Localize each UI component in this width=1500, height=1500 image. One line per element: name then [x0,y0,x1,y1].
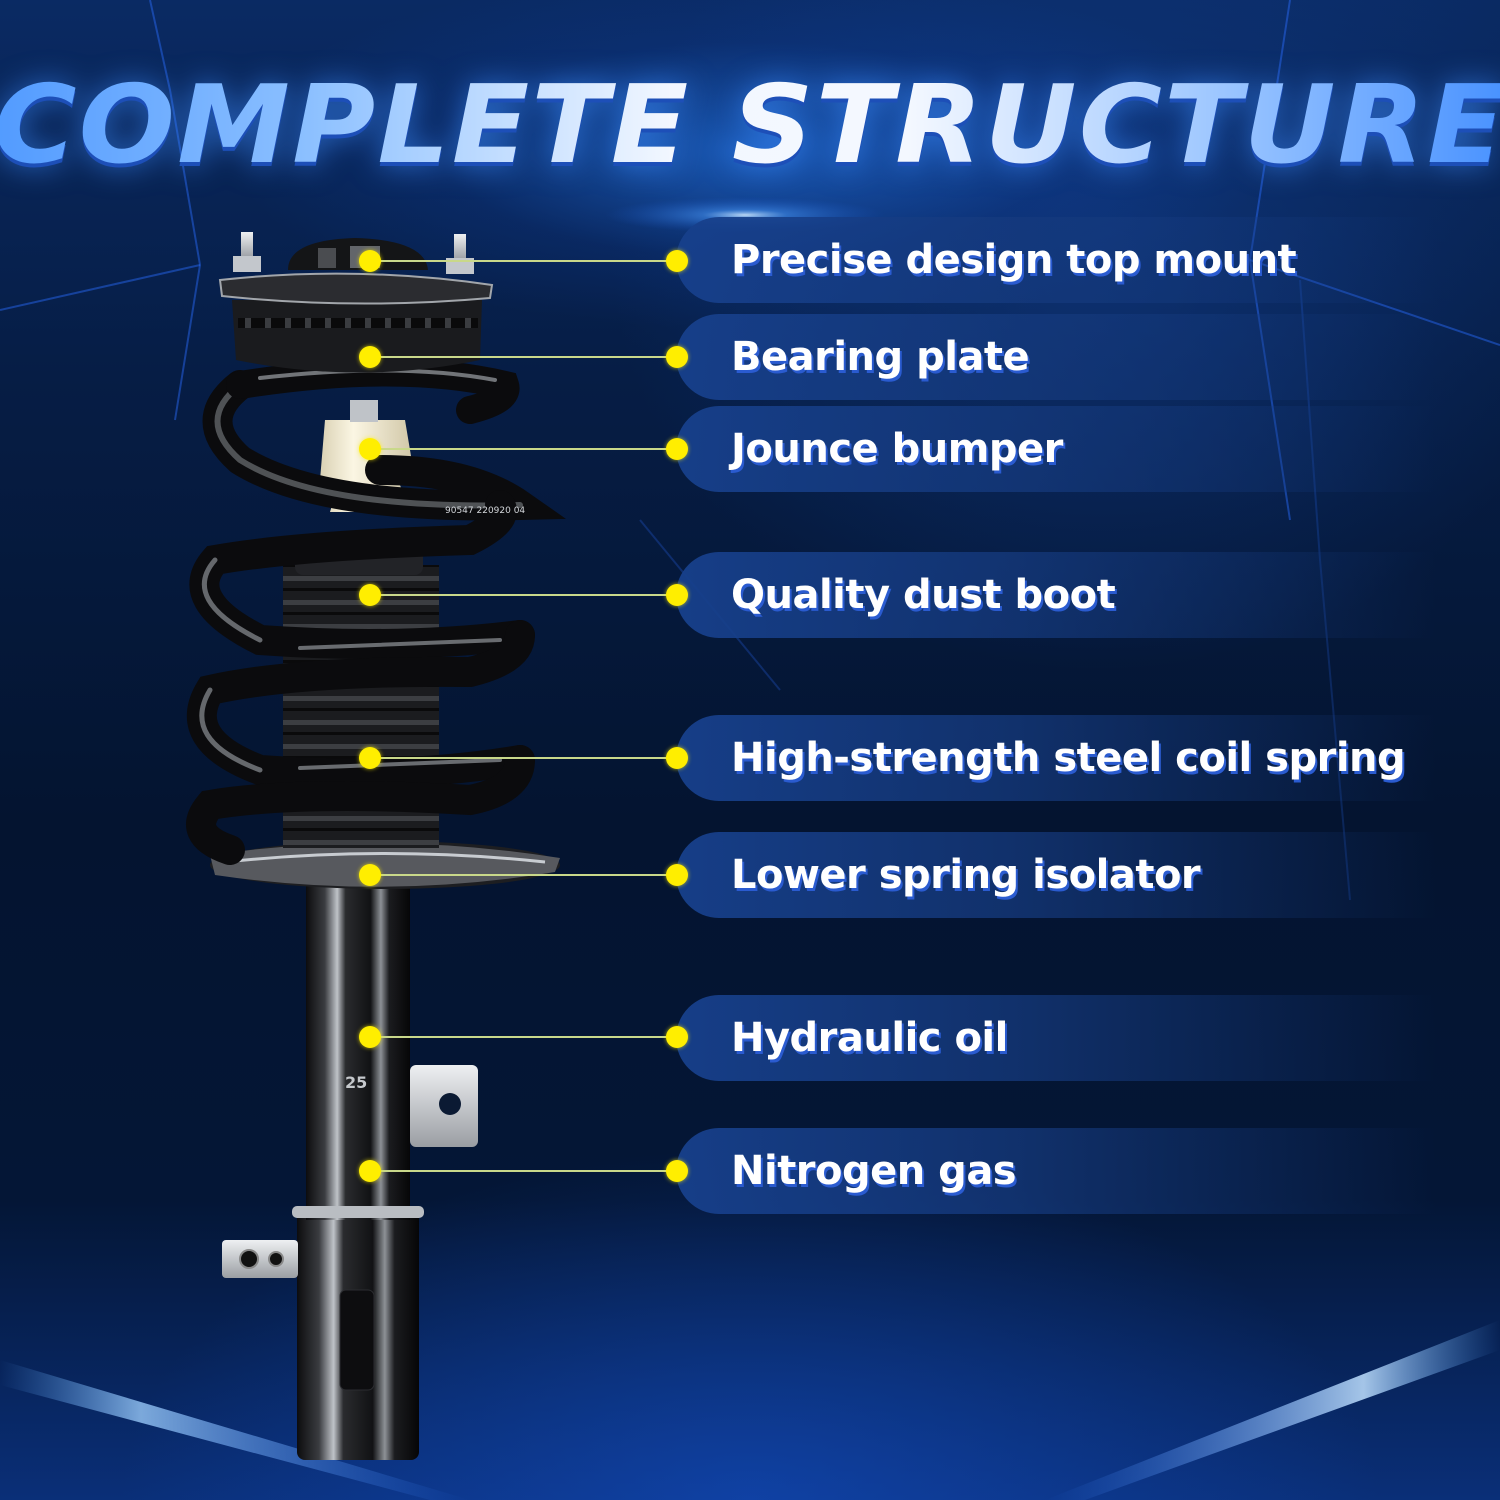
callout-spring-isolator: Lower spring isolator [676,832,1436,918]
callout-label: Nitrogen gas [731,1148,1017,1194]
callout-label: Lower spring isolator [731,852,1201,898]
callout-label: Quality dust boot [731,572,1116,618]
label-marker-dot [666,747,688,769]
leader-line [370,874,677,876]
part-marker-dot [359,250,381,272]
callout-dust-boot: Quality dust boot [676,552,1436,638]
callout-bearing-plate: Bearing plate [676,314,1436,400]
callout-label: Precise design top mount [731,237,1297,283]
callout-label: High-strength steel coil spring [731,735,1406,781]
part-marker-dot [359,1160,381,1182]
leader-line [370,448,677,450]
leader-line [370,260,677,262]
label-marker-dot [666,1160,688,1182]
label-marker-dot [666,584,688,606]
callout-coil-spring: High-strength steel coil spring [676,715,1436,801]
page-title: COMPLETE STRUCTURE [0,72,1500,180]
callout-label: Jounce bumper [731,426,1063,472]
leader-line [370,757,677,759]
part-marker-dot [359,438,381,460]
leader-line [370,1170,677,1172]
part-marker-dot [359,346,381,368]
callout-top-mount: Precise design top mount [676,217,1436,303]
callout-jounce-bumper: Jounce bumper [676,406,1436,492]
part-marker-dot [359,1026,381,1048]
label-marker-dot [666,1026,688,1048]
label-marker-dot [666,864,688,886]
callout-hydraulic-oil: Hydraulic oil [676,995,1436,1081]
part-marker-dot [359,747,381,769]
part-marker-dot [359,584,381,606]
callout-nitrogen-gas: Nitrogen gas [676,1128,1436,1214]
callout-label: Hydraulic oil [731,1015,1008,1061]
label-marker-dot [666,250,688,272]
leader-line [370,356,677,358]
label-marker-dot [666,438,688,460]
leader-line [370,594,677,596]
part-marker-dot [359,864,381,886]
label-marker-dot [666,346,688,368]
leader-line [370,1036,677,1038]
callout-label: Bearing plate [731,334,1030,380]
